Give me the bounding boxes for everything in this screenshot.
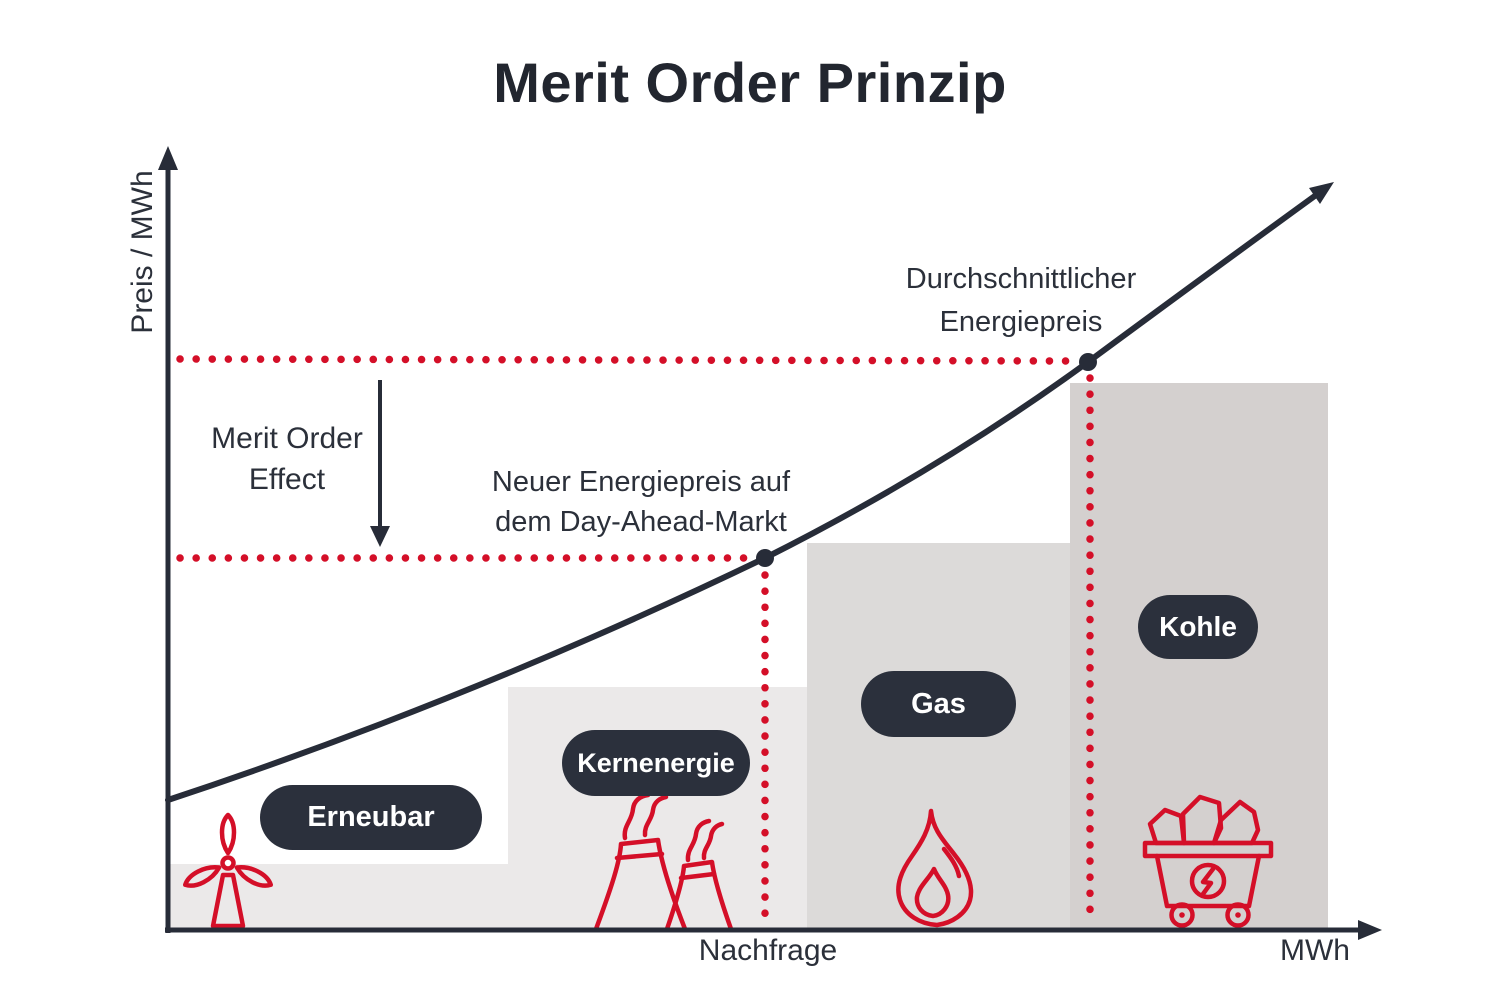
price-dotted-lines (176, 355, 1094, 928)
wind-turbine-icon (182, 812, 274, 929)
label-pill-erneubar: Erneubar (260, 785, 482, 850)
pill-kohle-text: Kohle (1159, 611, 1237, 642)
demand-label: Nachfrage (698, 934, 838, 967)
new-price-label: Neuer Energiepreis auf dem Day-Ahead-Mar… (451, 462, 831, 542)
pill-kernenergie-text: Kernenergie (577, 747, 735, 778)
effect-arrow-head-icon (370, 526, 390, 547)
avg-price-line1: Durchschnittlicher (905, 263, 1137, 295)
pill-gas-text: Gas (911, 687, 966, 720)
merit-order-effect-line2: Effect (248, 463, 326, 496)
avg-price-line2: Energiepreis (939, 306, 1103, 338)
step-kernenergie (508, 687, 807, 930)
label-pill-kohle: Kohle (1138, 595, 1258, 659)
pill-erneubar-text: Erneubar (307, 801, 435, 833)
curve-arrow-head-icon (1309, 182, 1334, 204)
supply-curve (165, 187, 1326, 803)
avg-price-point (1079, 353, 1097, 371)
merit-order-effect-line1: Merit Order (211, 422, 363, 455)
y-axis-arrow-icon (158, 146, 178, 170)
label-pill-kernenergie: Kernenergie (562, 730, 750, 796)
avg-price-dotted-line (176, 355, 1074, 365)
merit-order-effect-arrow (370, 380, 390, 547)
merit-order-effect-label: Merit Order Effect (167, 418, 407, 500)
page-title: Merit Order Prinzip (493, 51, 1007, 114)
flame-icon (896, 808, 974, 928)
axes (158, 146, 1382, 940)
nuclear-cooling-towers-icon (593, 792, 734, 932)
new-price-line2: dem Day-Ahead-Markt (495, 506, 787, 538)
avg-price-label: Durchschnittlicher Energiepreis (846, 258, 1196, 344)
new-price-point (756, 549, 774, 567)
coal-cart-icon (1142, 794, 1274, 928)
supply-curve-group (165, 182, 1334, 803)
label-pill-gas: Gas (861, 671, 1016, 737)
x-axis-label: MWh (1280, 934, 1350, 967)
x-axis-arrow-icon (1358, 920, 1382, 940)
new-price-line1: Neuer Energiepreis auf (491, 466, 791, 498)
